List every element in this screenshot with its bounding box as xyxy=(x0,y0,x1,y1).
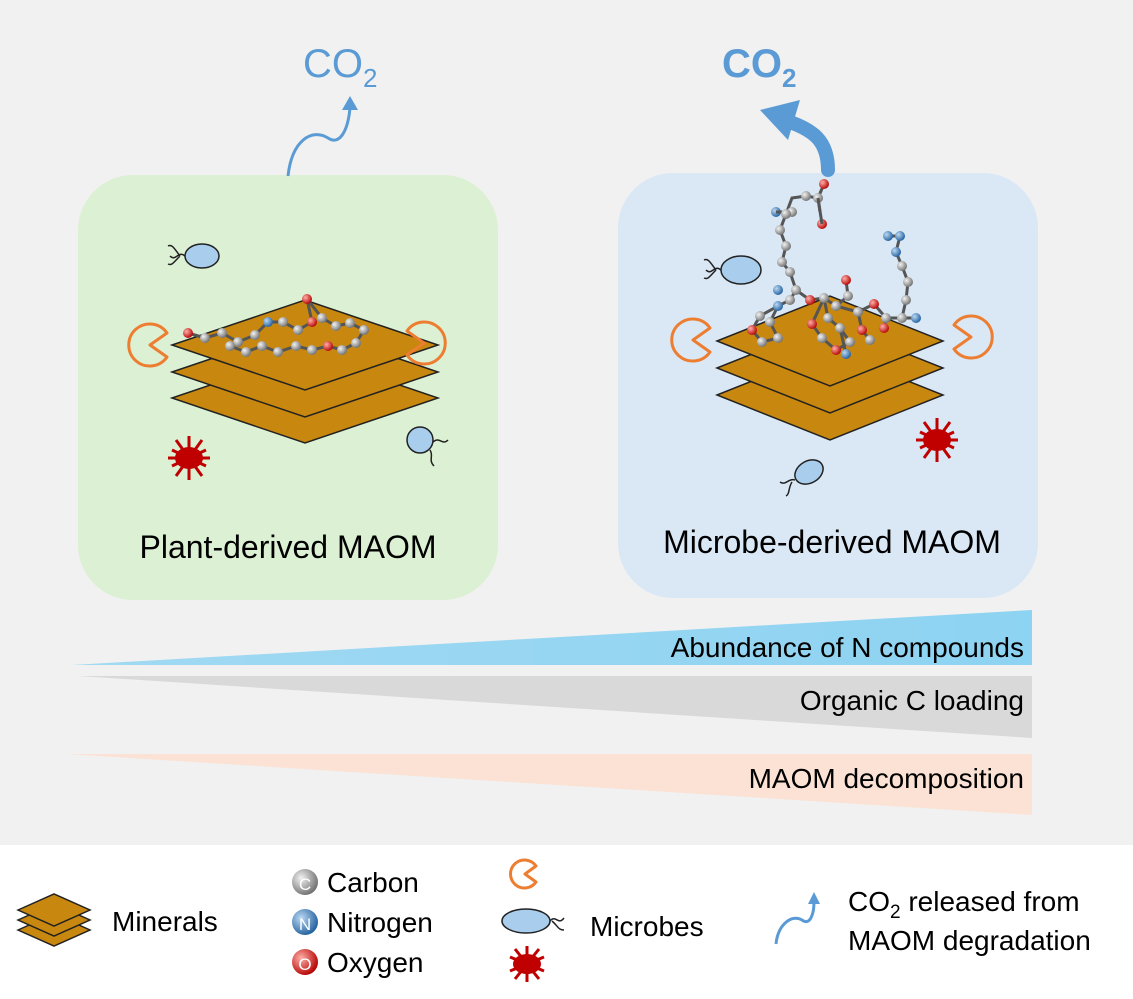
legend-co2-line2: MAOM degradation xyxy=(848,925,1091,956)
legend-nitrogen-label: Nitrogen xyxy=(327,907,433,938)
organic-c-label: Organic C loading xyxy=(800,685,1024,716)
microbe-enzyme-left-icon xyxy=(670,317,712,363)
microbe-organic-molecule-icon xyxy=(747,179,921,359)
svg-text:N: N xyxy=(299,915,311,934)
microbe-microbe-top-icon xyxy=(703,255,762,285)
microbe-mite-icon xyxy=(916,418,958,462)
legend-microbe-icon xyxy=(501,908,565,934)
legend-carbon-icon: C xyxy=(292,869,318,895)
microbe-enzyme-right-icon xyxy=(952,314,994,360)
plant-microbe-bottom-icon xyxy=(406,426,449,467)
legend-co2-arrowhead-icon xyxy=(808,892,820,904)
legend-mite-icon xyxy=(509,946,545,982)
legend-minerals-label: Minerals xyxy=(112,906,218,937)
plant-co2-arrow-icon xyxy=(286,107,352,177)
legend-enzyme-icon xyxy=(509,858,538,890)
plant-co2-label: CO2 xyxy=(303,42,377,93)
plant-enzyme-right-icon xyxy=(405,320,447,366)
plant-mite-icon xyxy=(168,436,210,480)
legend-background xyxy=(0,845,1133,999)
plant-mineral-stack-icon xyxy=(169,299,441,444)
legend-co2-line1: CO2 released from xyxy=(848,886,1080,923)
microbe-co2-label: CO2 xyxy=(722,42,796,93)
svg-text:C: C xyxy=(299,875,311,894)
legend-carbon-label: Carbon xyxy=(327,867,419,898)
n-compounds-label: Abundance of N compounds xyxy=(671,632,1024,663)
decomposition-label: MAOM decomposition xyxy=(749,763,1024,794)
gradient-wedges: Abundance of N compounds Organic C loadi… xyxy=(66,610,1032,815)
legend-co2-arrow-icon xyxy=(774,901,816,945)
microbe-co2-arrowhead-icon xyxy=(760,100,800,140)
plant-organic-molecule-icon xyxy=(183,294,369,357)
legend: Minerals C Carbon N Nitrogen O Oxygen xyxy=(16,858,1091,982)
plant-panel: CO2 xyxy=(78,42,498,600)
microbe-panel-label: Microbe-derived MAOM xyxy=(663,524,1001,560)
organic-c-wedge xyxy=(78,676,1032,738)
legend-microbes-label: Microbes xyxy=(590,911,704,942)
microbe-co2-arrow-icon xyxy=(783,115,835,177)
svg-text:O: O xyxy=(298,955,311,974)
legend-minerals-icon xyxy=(16,893,92,947)
legend-oxygen-label: Oxygen xyxy=(327,947,424,978)
plant-microbe-top-icon xyxy=(167,243,220,269)
plant-enzyme-left-icon xyxy=(127,322,169,368)
n-compounds-wedge xyxy=(72,610,1032,665)
microbe-microbe-bottom-icon xyxy=(779,459,824,497)
decomposition-wedge xyxy=(66,754,1032,815)
microbe-panel: CO2 xyxy=(618,42,1038,598)
plant-panel-label: Plant-derived MAOM xyxy=(140,529,437,565)
plant-co2-arrowhead-icon xyxy=(342,96,358,110)
legend-nitrogen-icon: N xyxy=(292,909,318,935)
legend-oxygen-icon: O xyxy=(292,949,318,975)
